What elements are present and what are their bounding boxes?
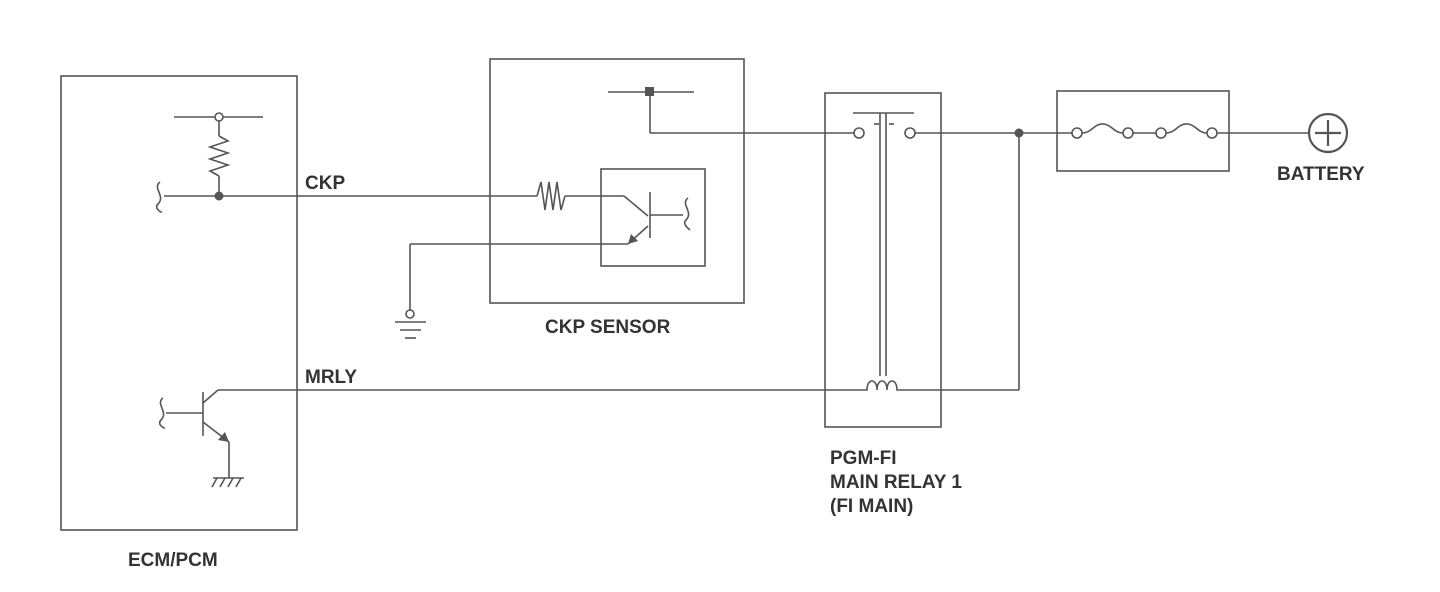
relay-label-line1: PGM-FI [830, 448, 897, 469]
ckp-sensor-resistor [536, 181, 566, 211]
relay-label-line3: (FI MAIN) [830, 496, 913, 517]
ckp-sensor-box [489, 58, 745, 304]
main-relay-switch [853, 112, 916, 376]
ckp-power-terminal [645, 87, 654, 96]
ecm-chassis-ground-icon [211, 477, 244, 488]
battery-feed-junction [1014, 128, 1024, 138]
ckp-signal-label: CKP [305, 173, 345, 194]
ckp-sensor-inner-box [600, 168, 706, 267]
relay-label-line2: MAIN RELAY 1 [830, 472, 962, 493]
ckp-ground-icon [395, 309, 426, 339]
ecm-label: ECM/PCM [128, 550, 218, 571]
battery-label: BATTERY [1277, 164, 1365, 185]
main-relay-coil [862, 380, 904, 391]
fuse-1-icon [1071, 123, 1134, 139]
ecm-mrly-transistor [158, 389, 297, 478]
main-relay-box [824, 92, 942, 428]
fuse-2-icon [1155, 123, 1218, 139]
mrly-signal-label: MRLY [305, 367, 357, 388]
ecm-input-break-mark [155, 181, 163, 213]
ckp-sensor-label: CKP SENSOR [545, 317, 671, 338]
ecm-pullup-resistor [174, 112, 263, 196]
battery-positive-icon [1307, 112, 1349, 154]
ecm-box [60, 75, 298, 531]
fuse-box [1056, 90, 1230, 172]
ckp-sensor-transistor [623, 192, 691, 245]
